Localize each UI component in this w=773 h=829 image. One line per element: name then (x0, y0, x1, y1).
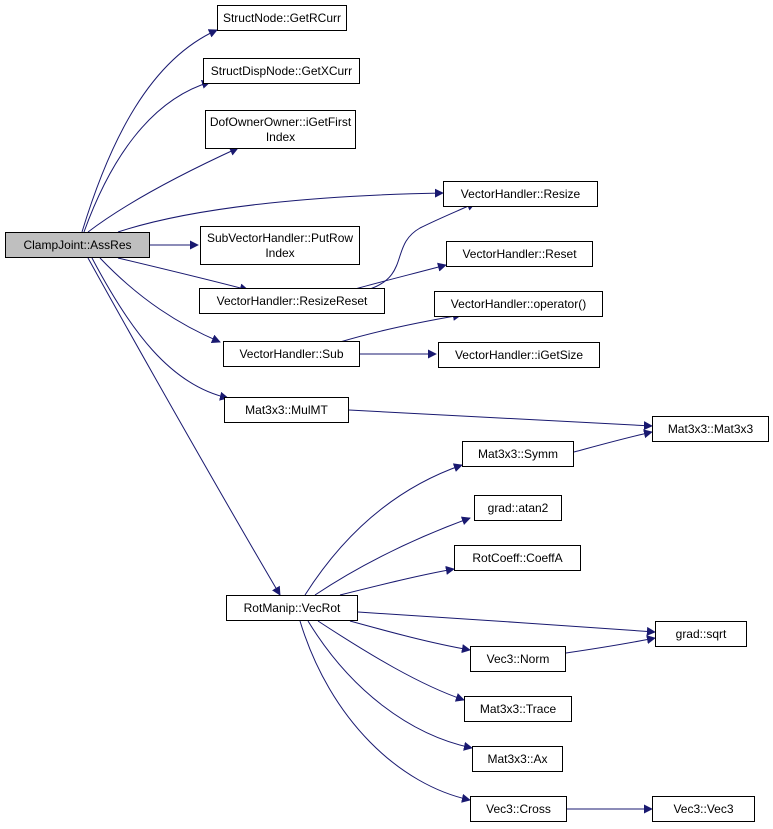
node-vec3-cross[interactable]: Vec3::Cross (470, 796, 567, 822)
node-mat3x3-symm[interactable]: Mat3x3::Symm (462, 441, 574, 467)
edge-resizereset-reset (354, 262, 447, 290)
edge-vecrot-sqrt (357, 611, 656, 636)
node-vectorhandler-operator[interactable]: VectorHandler::operator() (434, 291, 603, 317)
node-vectorhandler-resize[interactable]: VectorHandler::Resize (443, 181, 598, 207)
node-mat3x3-ax[interactable]: Mat3x3::Ax (472, 746, 563, 772)
node-grad-sqrt[interactable]: grad::sqrt (655, 621, 747, 647)
edge-vecrot-coeffa (339, 565, 455, 596)
node-structnode-getrcurr[interactable]: StructNode::GetRCurr (217, 5, 347, 31)
edge-vecrot-norm (349, 620, 471, 654)
edge-vecrot-ax (307, 620, 473, 751)
edge-mulmt-mat3x3 (348, 409, 653, 431)
edge-assres-igetfirstindex (87, 147, 239, 233)
node-vectorhandler-resizereset[interactable]: VectorHandler::ResizeReset (199, 288, 385, 314)
edge-assres-sub (99, 257, 221, 343)
node-mat3x3-mulmt[interactable]: Mat3x3::MulMT (224, 397, 349, 423)
node-vectorhandler-igetsize[interactable]: VectorHandler::iGetSize (438, 342, 600, 368)
edge-vecrot-symm (304, 463, 463, 596)
node-rotcoeff-coeffa[interactable]: RotCoeff::CoeffA (454, 545, 581, 571)
edge-assres-vecrot (87, 257, 281, 596)
node-grad-atan2[interactable]: grad::atan2 (474, 495, 562, 521)
node-structdispnode-getxcurr[interactable]: StructDispNode::GetXCurr (203, 58, 360, 84)
edge-assres-resize (117, 188, 444, 233)
node-mat3x3-trace[interactable]: Mat3x3::Trace (464, 696, 572, 722)
node-vectorhandler-reset[interactable]: VectorHandler::Reset (446, 241, 593, 267)
node-vectorhandler-sub[interactable]: VectorHandler::Sub (223, 341, 360, 367)
node-clampjoint-assres[interactable]: ClampJoint::AssRes (5, 232, 150, 258)
edge-norm-sqrt (565, 635, 656, 654)
edge-symm-mat3x3 (573, 429, 653, 453)
edge-sub-operator (339, 311, 462, 343)
edge-vecrot-trace (317, 620, 465, 702)
edge-assres-resizereset (117, 257, 249, 293)
edge-assres-getrcurr (81, 29, 218, 233)
edge-vecrot-atan2 (314, 516, 471, 596)
node-vec3-vec3[interactable]: Vec3::Vec3 (652, 796, 755, 822)
edge-vecrot-cross (299, 620, 471, 803)
node-vec3-norm[interactable]: Vec3::Norm (470, 646, 566, 672)
edge-resizereset-resize (369, 202, 476, 290)
node-mat3x3-mat3x3[interactable]: Mat3x3::Mat3x3 (652, 416, 769, 442)
node-rotmanip-vecrot[interactable]: RotManip::VecRot (226, 595, 358, 621)
edge-assres-mulmt (91, 257, 229, 401)
edge-assres-getxcurr (83, 80, 211, 233)
